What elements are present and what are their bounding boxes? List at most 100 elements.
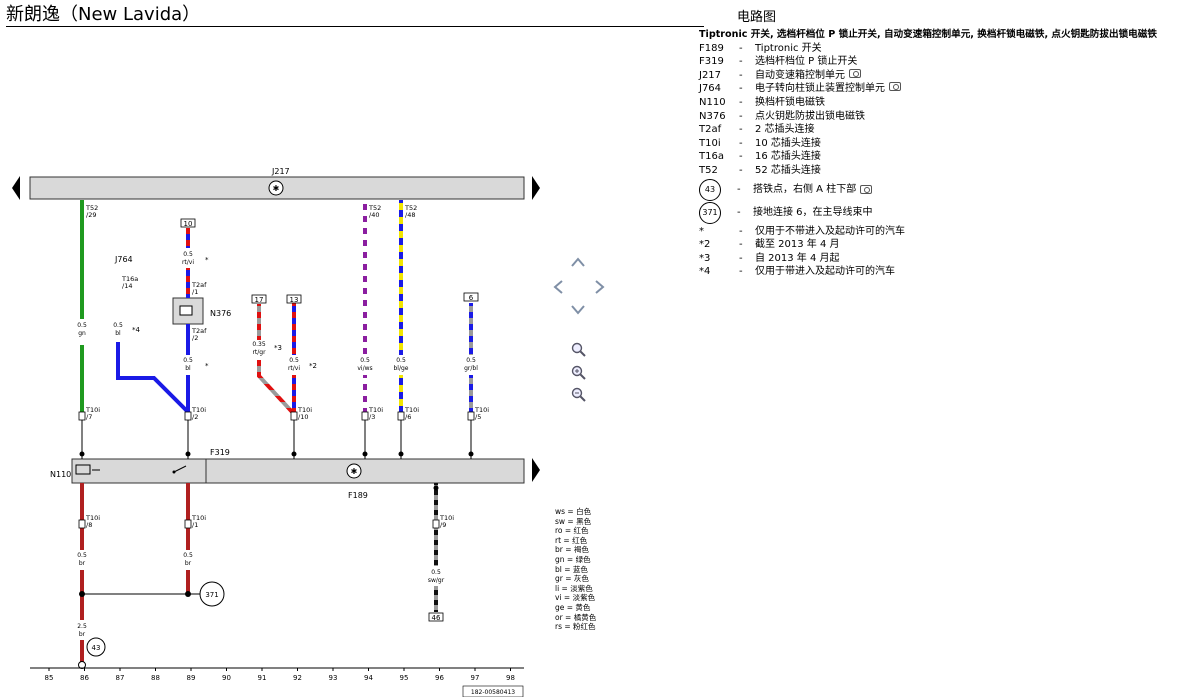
legend-code: N376 bbox=[699, 110, 726, 122]
scale-mark: 86 bbox=[80, 674, 89, 682]
legend-desc: 电子转向柱锁止装置控制单元 bbox=[755, 83, 885, 95]
camera-icon[interactable] bbox=[889, 82, 901, 92]
legend-desc: 选档杆档位 P 锁止开关 bbox=[755, 56, 858, 68]
wire-gauge: 0.5 bbox=[360, 357, 370, 364]
wire-gauge: 0.5 bbox=[183, 552, 193, 559]
ground-43 bbox=[86, 637, 106, 657]
wire-gauge: 0.35 bbox=[252, 341, 266, 348]
svg-text:✱: ✱ bbox=[273, 184, 280, 193]
connector-name: T10i bbox=[368, 406, 383, 414]
page-title: 新朗逸（New Lavida） bbox=[6, 4, 704, 27]
color-key-item: ge = 黄色 bbox=[555, 602, 591, 612]
connector-name: T10i bbox=[191, 514, 206, 522]
legend-desc: 点火钥匙防拔出锁电磁铁 bbox=[755, 110, 865, 122]
legend-code: T10i bbox=[699, 137, 721, 149]
terminal-17: 17 bbox=[255, 296, 264, 304]
wire-color: bl/ge bbox=[394, 365, 409, 372]
wire-gauge: 0.5 bbox=[77, 322, 87, 329]
j764-label: J764 bbox=[114, 255, 133, 264]
legend-item: T16a-16 芯插头连接 bbox=[699, 151, 821, 163]
legend-desc: 仅用于带进入及起动许可的汽车 bbox=[755, 266, 895, 278]
color-key-item: br = 褐色 bbox=[555, 545, 589, 555]
chevron-left-icon bbox=[553, 280, 563, 294]
wire-gauge: 0.5 bbox=[77, 552, 87, 559]
zoom-in-icon bbox=[571, 365, 586, 380]
note-mark: * bbox=[205, 362, 209, 370]
scale-mark: 95 bbox=[400, 674, 409, 682]
legend-desc: 10 芯插头连接 bbox=[755, 137, 821, 149]
legend-code: F189 bbox=[699, 42, 724, 54]
zoom-out-button[interactable] bbox=[571, 387, 587, 407]
legend-desc: 接地连接 6，在主导线束中 bbox=[753, 206, 873, 218]
connector-name: T10i bbox=[404, 406, 419, 414]
wire-gauge: 0.5 bbox=[431, 569, 441, 576]
legend-desc: 截至 2013 年 4 月 bbox=[755, 239, 840, 251]
legend-item: F189-Tiptronic 开关 bbox=[699, 42, 822, 54]
color-key-item: rt = 红色 bbox=[555, 535, 588, 545]
solenoid-icon-2 bbox=[179, 305, 193, 316]
legend-desc: 自动变速箱控制单元 bbox=[755, 69, 845, 81]
legend-desc: 换档杆锁电磁铁 bbox=[755, 96, 825, 108]
color-key-item: bl = 蓝色 bbox=[555, 564, 588, 574]
legend-note: *4-仅用于带进入及起动许可的汽车 bbox=[699, 266, 895, 278]
color-key-item: gn = 绿色 bbox=[555, 554, 591, 564]
legend-heading: Tiptronic 开关, 选档杆档位 P 锁止开关, 自动变速箱控制单元, 换… bbox=[699, 29, 1157, 40]
connector-pin: /7 bbox=[86, 413, 92, 421]
pan-up-button[interactable] bbox=[570, 256, 586, 272]
color-key-item: rs = 粉红色 bbox=[555, 622, 596, 632]
page-next-arrow bbox=[532, 176, 540, 200]
legend-note: *-仅用于不带进入及起动许可的汽车 bbox=[699, 225, 905, 237]
camera-icon[interactable] bbox=[860, 185, 873, 195]
legend-desc: 仅用于不带进入及起动许可的汽车 bbox=[755, 225, 905, 237]
tiptronic-symbol-icon bbox=[346, 463, 362, 479]
connector-pin: /29 bbox=[86, 211, 96, 219]
note-mark: *4 bbox=[132, 326, 141, 334]
legend-note: *3-自 2013 年 4 月起 bbox=[699, 252, 840, 264]
connector-name: T10i bbox=[191, 406, 206, 414]
camera-icon[interactable] bbox=[849, 68, 861, 78]
zoom-in-button[interactable] bbox=[571, 365, 587, 385]
legend-code: N110 bbox=[699, 96, 726, 108]
ground-symbol: 371 bbox=[699, 201, 721, 224]
legend-note: *2-截至 2013 年 4 月 bbox=[699, 239, 840, 251]
scale-mark: 92 bbox=[293, 674, 302, 682]
pan-right-button[interactable] bbox=[594, 279, 606, 299]
chevron-down-icon bbox=[571, 305, 585, 315]
connector-pin: /3 bbox=[369, 413, 375, 421]
wire-color: rt/vi bbox=[288, 365, 300, 372]
scale-mark: 88 bbox=[151, 674, 160, 682]
pan-left-button[interactable] bbox=[552, 279, 564, 299]
wire-gauge: 0.5 bbox=[396, 357, 406, 364]
n376-label: N376 bbox=[210, 309, 231, 318]
connector-name: T52 bbox=[404, 204, 417, 212]
wire-gauge: 0.5 bbox=[113, 322, 123, 329]
legend-item: J764-电子转向柱锁止装置控制单元 bbox=[699, 82, 1157, 96]
connector-pin: /10 bbox=[298, 413, 308, 421]
legend-item: J217-自动变速箱控制单元 bbox=[699, 68, 1157, 83]
wire-color: bl bbox=[185, 365, 191, 372]
legend-item: N110-换档杆锁电磁铁 bbox=[699, 96, 825, 108]
wire-87-bl bbox=[116, 342, 190, 414]
legend-item: N376-点火钥匙防拔出锁电磁铁 bbox=[699, 110, 865, 122]
f189-unit bbox=[71, 458, 525, 484]
wire-gauge: 0.5 bbox=[183, 251, 193, 258]
page-prev-arrow bbox=[12, 176, 20, 200]
zoom-fit-button[interactable] bbox=[571, 342, 587, 362]
note-marks: **4**3*2 bbox=[132, 256, 317, 370]
color-key-item: li = 淡紫色 bbox=[555, 583, 593, 593]
switch-icon bbox=[173, 465, 187, 473]
wire-color: gr/bl bbox=[464, 365, 478, 372]
color-key-item: sw = 黑色 bbox=[555, 516, 592, 526]
connector-name: T2af bbox=[191, 281, 207, 289]
scale-mark: 89 bbox=[187, 674, 196, 682]
connector-pin: /1 bbox=[192, 521, 198, 529]
pan-down-button[interactable] bbox=[570, 304, 586, 320]
note-mark: * bbox=[205, 256, 209, 264]
connector-name: T10i bbox=[85, 406, 100, 414]
note-mark: *3 bbox=[274, 344, 282, 352]
wire-gauge: 0.5 bbox=[466, 357, 476, 364]
legend-item: F319-选档杆档位 P 锁止开关 bbox=[699, 56, 858, 68]
legend-code: T52 bbox=[699, 164, 718, 176]
color-key-item: ro = 红色 bbox=[555, 526, 589, 536]
